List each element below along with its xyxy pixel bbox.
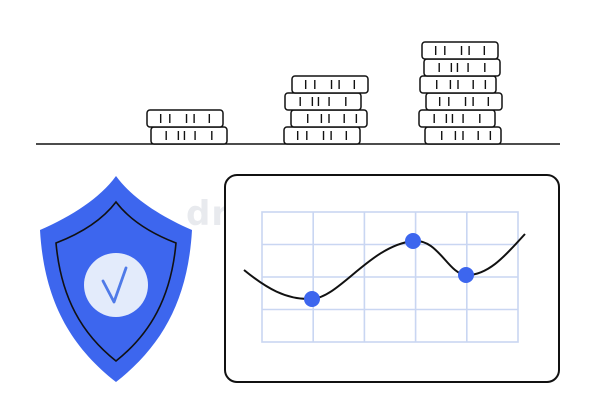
coin-stack: [418, 41, 503, 145]
coin: [418, 109, 496, 128]
line-chart-icon: [224, 174, 560, 383]
chart-frame: [224, 174, 560, 383]
coin: [423, 58, 501, 77]
check-circle: [84, 253, 148, 317]
coin-stacks-icon: [146, 41, 503, 145]
coin: [284, 92, 362, 111]
shield-inner-outline: [55, 200, 177, 363]
chart-marker-low: [304, 291, 320, 307]
check-mark-icon: [101, 266, 128, 304]
coin: [146, 109, 224, 128]
coin-stack: [146, 109, 228, 145]
coin: [150, 126, 228, 145]
chart-marker-peak: [405, 233, 421, 249]
coin: [283, 126, 361, 145]
coin: [291, 75, 369, 94]
coin: [425, 92, 503, 111]
chart-marker-dip: [458, 267, 474, 283]
shield-check-icon: [40, 176, 192, 382]
coin-stack: [283, 75, 369, 145]
coin: [421, 41, 499, 60]
